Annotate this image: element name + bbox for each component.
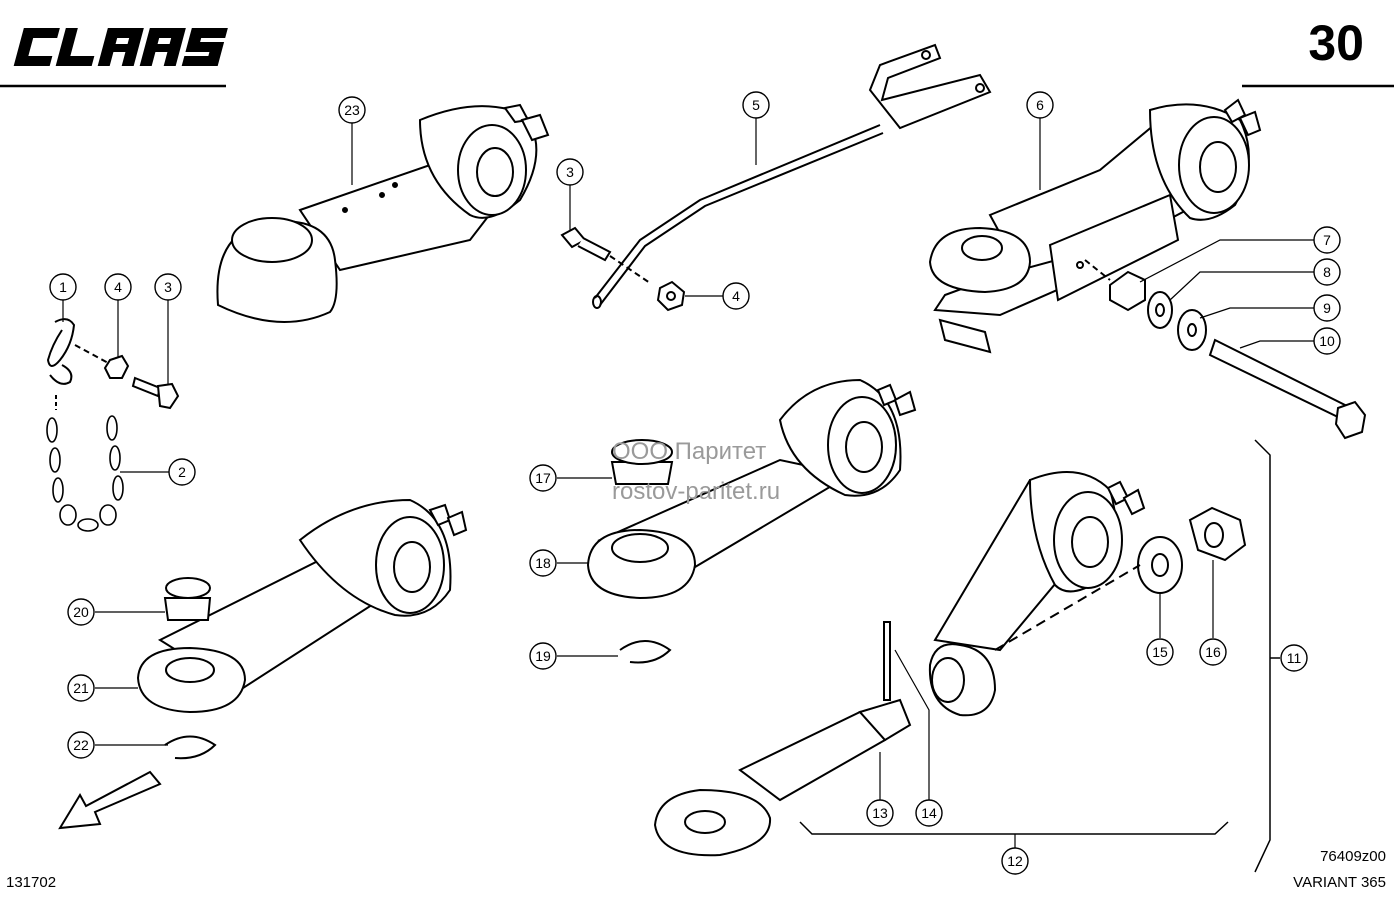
callout-22: 22 [67,731,95,759]
callout-15: 15 [1146,638,1174,666]
svg-text:16: 16 [1205,644,1221,660]
svg-text:20: 20 [73,604,89,620]
svg-text:11: 11 [1287,650,1302,666]
part-chain-assembly [46,318,180,532]
svg-text:6: 6 [1036,97,1044,113]
callout-1: 1 [49,273,77,301]
svg-text:19: 19 [535,648,551,664]
svg-text:17: 17 [535,470,551,486]
svg-text:7: 7 [1323,232,1331,248]
callout-13: 13 [866,799,894,827]
callout-9: 9 [1313,294,1341,322]
svg-text:21: 21 [73,680,89,696]
callout-4: 4 [722,282,750,310]
svg-text:14: 14 [921,805,937,821]
svg-text:4: 4 [732,288,740,304]
callout-10: 10 [1313,327,1341,355]
watermark-company: ООО Паритет [612,438,767,465]
callout-8: 8 [1313,258,1341,286]
claas-logo [13,28,228,66]
callout-7: 7 [1313,226,1341,254]
callout-18: 18 [529,549,557,577]
part-upper-arm [928,98,1262,354]
part-arm-with-cap [216,103,550,323]
callout-3: 3 [556,158,584,186]
callout-21: 21 [67,674,95,702]
callout-17: 17 [529,464,557,492]
svg-text:3: 3 [164,279,172,295]
drawing-code: 76409z00 [1320,848,1386,865]
callout-14: 14 [915,799,943,827]
direction-arrow [58,770,162,830]
page-number: 30 [1308,15,1364,71]
svg-text:18: 18 [535,555,551,571]
callout-11: 11 [1280,644,1308,672]
callout-20: 20 [67,598,95,626]
svg-text:4: 4 [114,279,122,295]
svg-text:15: 15 [1152,644,1168,660]
part-rod [592,43,992,309]
svg-text:2: 2 [178,464,186,480]
callout-4-left: 4 [104,273,132,301]
watermark-website: rostov-paritet.ru [612,478,781,505]
part-bolt-and-nut [560,226,686,312]
document-id: 131702 [6,874,57,891]
callout-19: 19 [529,642,557,670]
svg-text:1: 1 [59,279,67,295]
callout-16: 16 [1199,638,1227,666]
part-hardware-stack [1084,259,1367,440]
svg-text:13: 13 [872,805,888,821]
svg-text:23: 23 [344,102,360,118]
callout-2: 2 [168,458,196,486]
svg-text:9: 9 [1323,300,1331,316]
svg-text:12: 12 [1007,853,1023,869]
callout-6: 6 [1026,91,1054,119]
svg-text:5: 5 [752,97,760,113]
callout-3-left: 3 [154,273,182,301]
svg-text:8: 8 [1323,264,1331,280]
part-middle-arm [586,378,917,664]
callout-12: 12 [1001,847,1029,875]
callout-23: 23 [338,96,366,124]
part-lower-left-arm [136,498,468,760]
svg-text:22: 22 [73,737,89,753]
callout-5: 5 [742,91,770,119]
svg-text:10: 10 [1319,333,1335,349]
machine-model: VARIANT 365 [1293,874,1386,891]
svg-text:3: 3 [566,164,574,180]
part-lower-right-arm [653,471,1247,857]
